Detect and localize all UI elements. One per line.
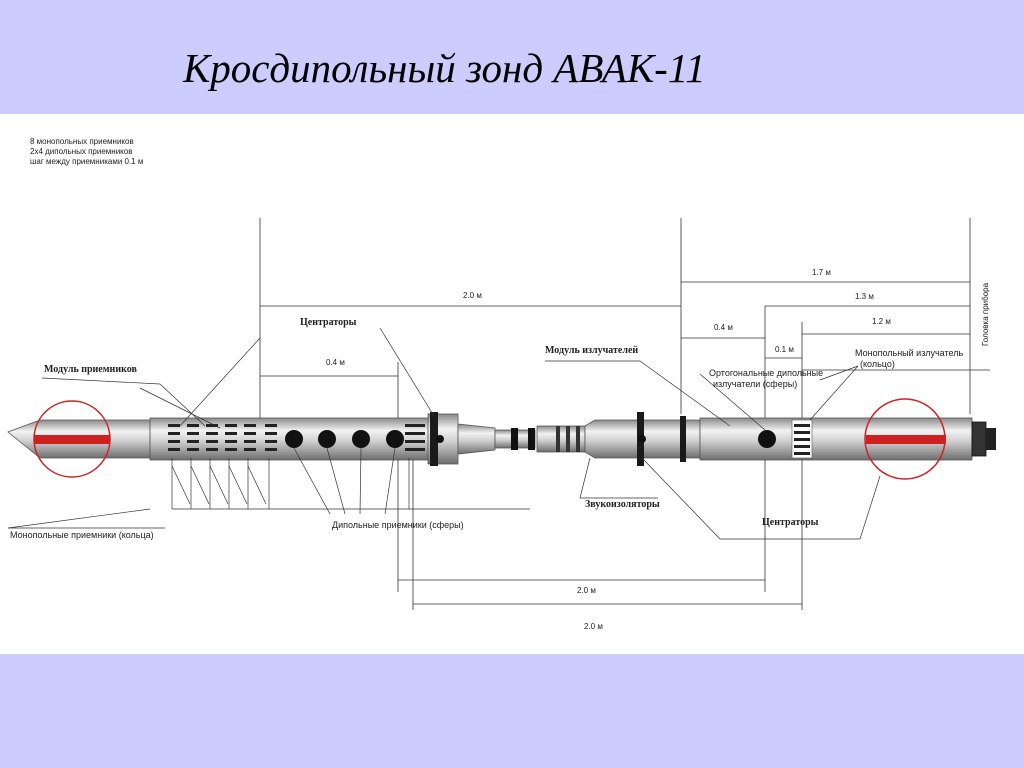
cross-sections	[33, 398, 946, 480]
leader-lines	[7, 327, 881, 540]
label-monopole-receivers: Монопольные приемники (кольца)	[10, 530, 154, 540]
connector-dark-1	[511, 428, 518, 450]
slide-title: Кросдипольный зонд АВАК-11	[183, 45, 706, 91]
label-tool-head: Головка прибора	[981, 282, 990, 346]
bottom-band	[0, 654, 1024, 768]
centralizer-right-hole	[638, 435, 646, 443]
label-sound-isolators: Звукоизоляторы	[585, 499, 660, 510]
dim-0-1: 0.1 м	[775, 345, 794, 354]
dipole-receiver-sphere-1	[285, 430, 303, 448]
dipole-receiver-sphere-2	[318, 430, 336, 448]
label-monopole-emitter-2: (кольцо)	[860, 359, 895, 369]
label-orthogonal-2: излучатели (сферы)	[713, 379, 797, 389]
dim-2-0-bottom-2: 2.0 м	[584, 622, 603, 631]
right-section-marker	[866, 435, 946, 444]
isolator-dark-2	[566, 426, 570, 452]
label-receiver-module: Модуль приемников	[44, 364, 137, 375]
tool-head-tip	[986, 428, 996, 450]
isolator-dark-3	[576, 426, 580, 452]
spec-line-2: 2x4 дипольных приемников	[30, 147, 132, 156]
centralizer-right-2	[680, 416, 686, 462]
spec-line-1: 8 монопольных приемников	[30, 137, 134, 146]
dim-0-4-right: 0.4 м	[714, 323, 733, 332]
label-dipole-receivers: Дипольные приемники (сферы)	[332, 520, 464, 530]
label-centralizers-bottom: Центраторы	[762, 517, 819, 528]
label-monopole-emitter-1: Монопольный излучатель	[855, 348, 963, 358]
dim-1-7: 1.7 м	[812, 268, 831, 277]
dim-1-2: 1.2 м	[872, 317, 891, 326]
dim-2-0-bottom-1: 2.0 м	[577, 586, 596, 595]
dim-2-0-top: 2.0 м	[463, 291, 482, 300]
ring-receivers	[168, 424, 425, 451]
tool-body	[7, 412, 996, 466]
label-orthogonal-1: Ортогональные дипольные	[709, 368, 823, 378]
dipole-receiver-sphere-4	[386, 430, 404, 448]
receiver-taper	[457, 423, 496, 455]
dimension-lines	[259, 218, 990, 610]
callout-labels: Центраторы Модуль приемников Модуль излу…	[10, 282, 990, 540]
dim-0-4-left: 0.4 м	[326, 358, 345, 367]
connector-dark-2	[528, 428, 535, 450]
dipole-receiver-sphere-3	[352, 430, 370, 448]
centralizer-left	[430, 412, 438, 466]
isolator-dark-1	[556, 426, 560, 452]
diagram-canvas: 8 монопольных приемников 2x4 дипольных п…	[0, 114, 1024, 654]
label-centralizers-top: Центраторы	[300, 317, 357, 328]
probe-diagram: 8 монопольных приемников 2x4 дипольных п…	[7, 137, 996, 631]
spec-line-3: шаг между приемниками 0.1 м	[30, 157, 143, 166]
centralizer-left-hole	[436, 435, 444, 443]
title-band	[0, 0, 1024, 114]
spec-text: 8 монопольных приемников 2x4 дипольных п…	[30, 137, 143, 166]
dim-1-3: 1.3 м	[855, 292, 874, 301]
dipole-emitter-sphere	[758, 430, 776, 448]
label-emitter-module: Модуль излучателей	[545, 345, 638, 356]
dimension-labels: 2.0 м 1.7 м 1.3 м 1.2 м 0.4 м 0.1 м 0.4 …	[326, 268, 891, 631]
tool-head-cap	[971, 421, 987, 457]
left-section-marker	[34, 435, 110, 444]
